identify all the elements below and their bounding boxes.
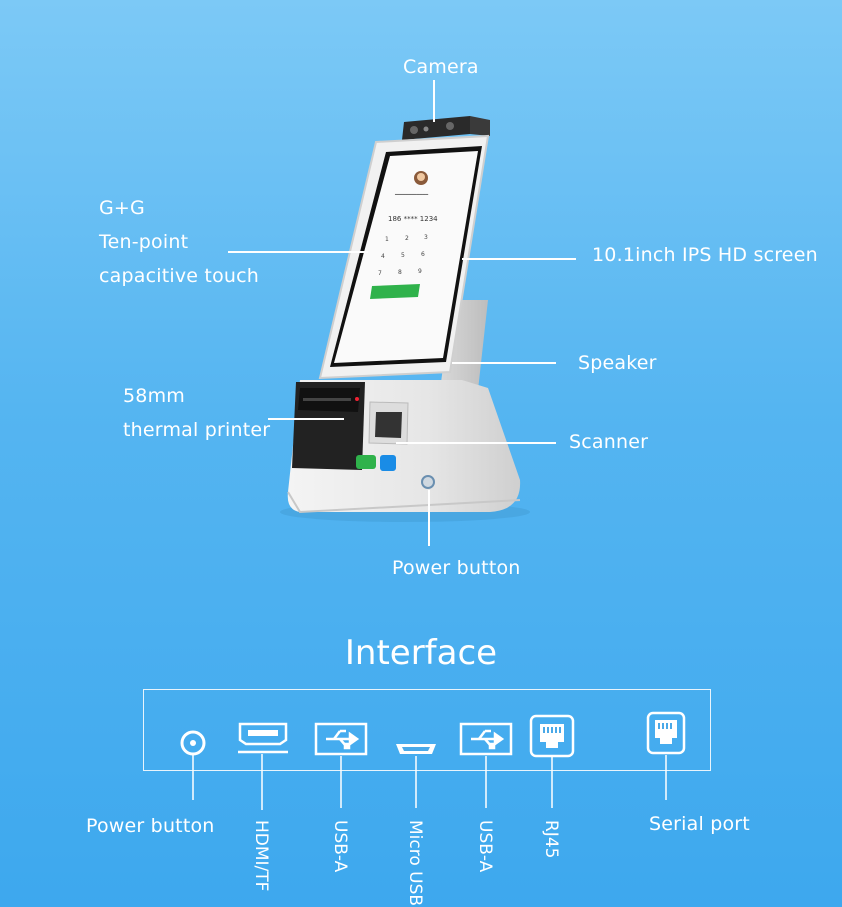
usb-port-icon [459,722,513,756]
hdmi-port-icon [238,722,288,754]
svg-text:━━━━━━━━━━━: ━━━━━━━━━━━ [394,192,429,198]
power-port-icon [180,730,206,756]
port-label-usb-a-2: USB-A [475,820,495,873]
micro-usb-port-icon [396,744,436,754]
camera-callout-line [433,80,435,122]
svg-text:8: 8 [398,269,402,276]
port-label-usb-a-1: USB-A [330,820,350,873]
printer-callout-line [268,418,344,420]
camera-label: Camera [403,56,479,78]
touch-label-line1: G+G [99,197,145,219]
printer-label-line2: thermal printer [123,419,271,441]
port-label-micro-usb: Micro USB [405,820,425,907]
svg-text:6: 6 [421,251,425,258]
svg-text:3: 3 [424,234,428,241]
touch-screen: ━━━━━━━━━━━ 186 **** 1234 123 456 789 0 [318,134,490,380]
screen-callout-line [462,258,576,260]
svg-text:4: 4 [381,253,385,260]
svg-text:7: 7 [378,270,382,277]
screen-confirm-button [370,284,420,299]
touch-callout-line [228,251,368,253]
svg-text:9: 9 [418,268,422,275]
speaker-label: Speaker [578,352,657,374]
scanner-callout-line [396,442,556,444]
speaker-callout-line [452,362,556,364]
thermal-printer [292,382,365,470]
screen-label: 10.1inch IPS HD screen [592,244,818,266]
port-label-serial: Serial port [649,813,750,835]
port-label-hdmi: HDMI/TF [251,820,271,892]
port-label-power: Power button [86,815,215,837]
scanner-label: Scanner [569,431,649,453]
power-callout-line [428,490,430,546]
scanner [368,401,409,445]
kiosk-device-illustration: ━━━━━━━━━━━ 186 **** 1234 123 456 789 0 [280,116,530,522]
touch-label-line3: capacitive touch [99,265,260,287]
touch-label-line2: Ten-point [99,231,189,253]
screen-phone-number: 186 **** 1234 [388,215,438,223]
svg-text:1: 1 [385,236,389,243]
interface-panel [143,689,711,771]
usb-port-icon [314,722,368,756]
port-label-rj45: RJ45 [541,820,561,859]
power-button-label: Power button [392,557,521,579]
power-button-device [421,475,435,489]
rj45-port-icon [529,714,575,758]
svg-text:5: 5 [401,252,405,259]
printer-label-line1: 58mm [123,385,185,407]
camera-module [402,116,490,140]
svg-text:2: 2 [405,235,409,242]
interface-title: Interface [344,633,498,673]
serial-port-icon [646,711,686,755]
